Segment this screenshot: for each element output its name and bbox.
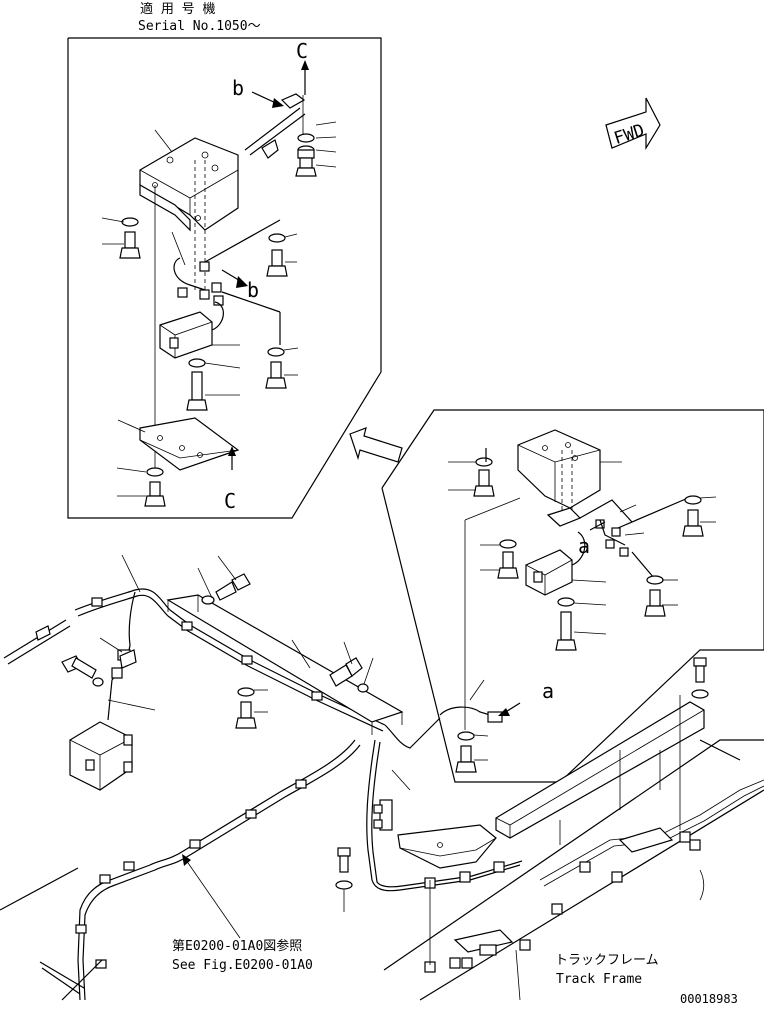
bracket-assembly-upper: C b b [101, 39, 337, 513]
forward-direction-arrow: FWD [605, 97, 661, 151]
track-frame [383, 657, 764, 1001]
track-frame-label-en: Track Frame [556, 972, 642, 987]
main-harness-assembly [0, 554, 523, 1001]
detail-pointer-arrow [349, 427, 403, 463]
applicable-serial-label-jp: 適 用 号 機 [140, 1, 215, 17]
drawing-number: 00018983 [680, 992, 738, 1006]
track-frame-label-jp: トラックフレーム [555, 953, 659, 968]
reference-label-en: See Fig.E0200-01A0 [172, 958, 313, 973]
view-c-top-letter: C [296, 39, 308, 63]
view-a-main-letter: a [542, 679, 554, 703]
bracket-assembly-right: a a [439, 429, 717, 773]
reference-label-jp: 第E0200-01A0図参照 [172, 938, 302, 954]
view-b-lower-letter: b [247, 278, 259, 302]
view-b-upper-letter: b [232, 76, 244, 100]
serial-number-label: Serial No.1050～ [138, 19, 261, 34]
detail-frame-upper [67, 37, 382, 519]
view-c-bottom-letter: C [224, 489, 236, 513]
view-a-detail-letter: a [578, 534, 590, 558]
reference-callout: 第E0200-01A0図参照 See Fig.E0200-01A0 [172, 854, 313, 973]
